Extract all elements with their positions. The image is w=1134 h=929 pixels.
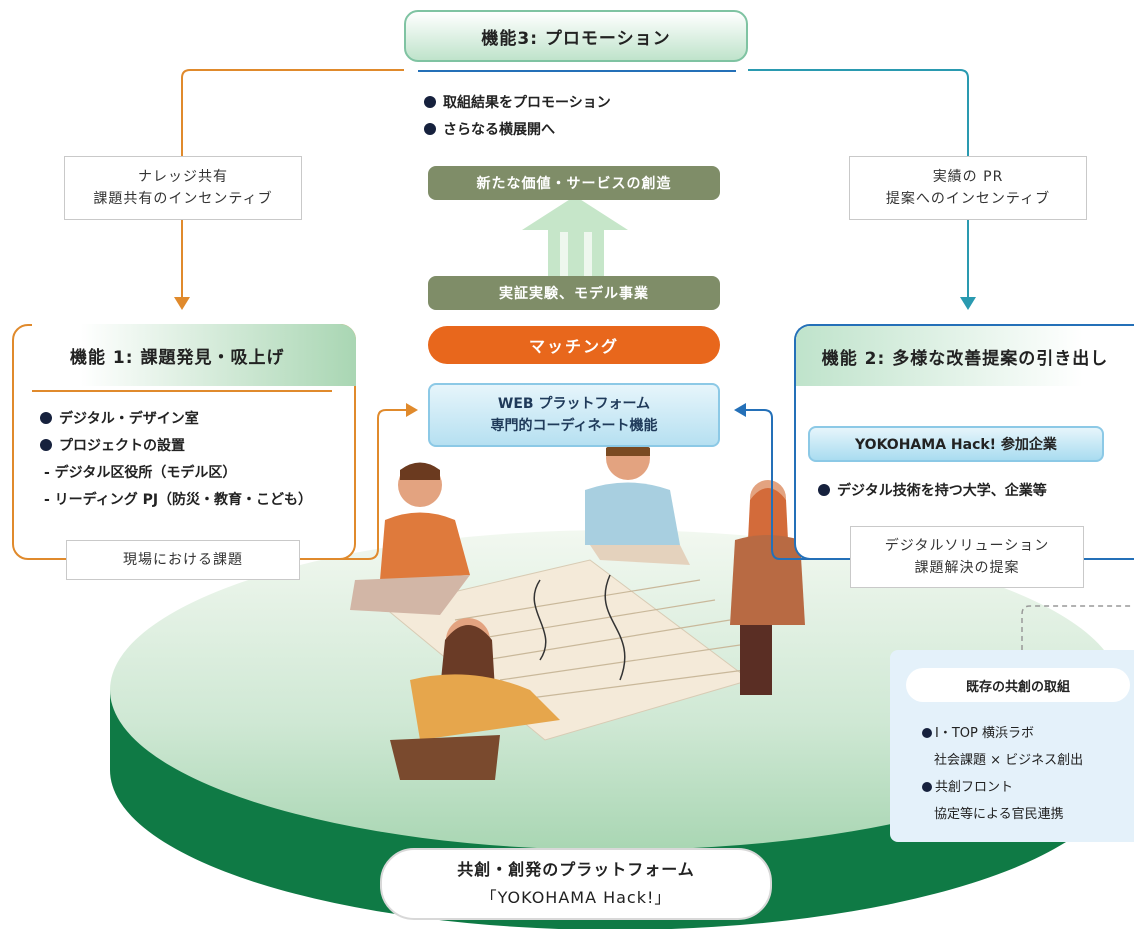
- web-platform-line1: WEB プラットフォーム: [497, 396, 651, 412]
- orange-connector-bottom: [300, 409, 408, 560]
- list-item: 共創フロント: [922, 774, 1132, 801]
- function1-rule: [32, 390, 332, 392]
- teal-connector-top: [748, 69, 969, 298]
- demo-box: 実証実験、モデル事業: [428, 276, 720, 310]
- list-subitem: - デジタル区役所（モデル区）: [44, 465, 237, 481]
- function2-header: 機能 2: 多様な改善提案の引き出し: [796, 326, 1134, 386]
- platform-name-line2: 「YOKOHAMA Hack!」: [480, 888, 672, 907]
- list-item: デジタル技術を持つ大学、企業等: [818, 478, 1134, 505]
- function1-bullets: デジタル・デザイン室 プロジェクトの設置 - デジタル区役所（モデル区） - リ…: [40, 406, 360, 514]
- web-platform-line2: 専門的コーディネート機能: [490, 418, 658, 434]
- pr-incentive-line2: 提案へのインセンティブ: [885, 191, 1051, 207]
- field-issue-label: 現場における課題: [66, 540, 300, 580]
- function3-header: 機能3: プロモーション: [404, 10, 748, 62]
- list-subitem: 協定等による官民連携: [934, 807, 1064, 822]
- new-value-box: 新たな価値・サービスの創造: [428, 166, 720, 200]
- function1-header: 機能 1: 課題発見・吸上げ: [32, 324, 356, 386]
- orange-arrowhead-right-icon: [406, 403, 418, 417]
- list-item: プロジェクトの設置: [40, 433, 360, 460]
- existing-title-pill: 既存の共創の取組: [906, 668, 1130, 702]
- list-subitem: - リーディング PJ（防災・教育・こども）: [44, 492, 313, 508]
- person-right: [730, 480, 805, 695]
- platform-name-line1: 共創・創発のプラットフォーム: [457, 860, 695, 879]
- person-bottom: [390, 618, 560, 780]
- solution-label: デジタルソリューション 課題解決の提案: [850, 526, 1084, 588]
- web-platform-box: WEB プラットフォーム 専門的コーディネート機能: [428, 383, 720, 447]
- solution-line1: デジタルソリューション: [884, 538, 1050, 554]
- existing-title: 既存の共創の取組: [965, 679, 1070, 695]
- solution-line2: 課題解決の提案: [914, 560, 1020, 576]
- knowledge-share-label: ナレッジ共有 課題共有のインセンティブ: [64, 156, 302, 220]
- partner-badge: YOKOHAMA Hack! 参加企業: [808, 426, 1104, 462]
- platform-name-label: 共創・創発のプラットフォーム 「YOKOHAMA Hack!」: [380, 848, 772, 920]
- orange-connector-top: [181, 69, 404, 298]
- list-item: I・TOP 横浜ラボ: [922, 720, 1132, 747]
- pr-incentive-label: 実績の PR 提案へのインセンティブ: [849, 156, 1087, 220]
- knowledge-share-line1: ナレッジ共有: [138, 169, 228, 185]
- list-item: 取組結果をプロモーション: [424, 90, 724, 117]
- teal-arrowhead-icon: [960, 297, 976, 310]
- partner-text: YOKOHAMA Hack! 参加企業: [855, 437, 1057, 453]
- knowledge-share-line2: 課題共有のインセンティブ: [93, 191, 273, 207]
- list-item: さらなる横展開へ: [424, 117, 724, 144]
- existing-list: I・TOP 横浜ラボ 社会課題 × ビジネス創出 共創フロント 協定等による官民…: [922, 720, 1132, 828]
- function3-rule: [418, 70, 736, 72]
- pr-incentive-line1: 実績の PR: [932, 169, 1004, 185]
- function1-title: 機能 1: 課題発見・吸上げ: [70, 347, 285, 368]
- function3-title: 機能3: プロモーション: [481, 28, 671, 49]
- orange-arrowhead-icon: [174, 297, 190, 310]
- list-subitem: 社会課題 × ビジネス創出: [934, 753, 1084, 768]
- list-item: デジタル・デザイン室: [40, 406, 360, 433]
- function2-title: 機能 2: 多様な改善提案の引き出し: [821, 348, 1109, 369]
- blue-arrowhead-left-icon: [734, 403, 746, 417]
- matching-pill: マッチング: [428, 326, 720, 364]
- person-left: [350, 462, 470, 615]
- blue-connector-bottom: [744, 409, 850, 560]
- field-issue-text: 現場における課題: [123, 552, 243, 568]
- function3-bullets: 取組結果をプロモーション さらなる横展開へ: [424, 90, 724, 144]
- up-arrow-icon: [522, 196, 628, 276]
- function2-bullet: デジタル技術を持つ大学、企業等: [818, 478, 1134, 505]
- dashed-connector-existing: [1021, 605, 1134, 650]
